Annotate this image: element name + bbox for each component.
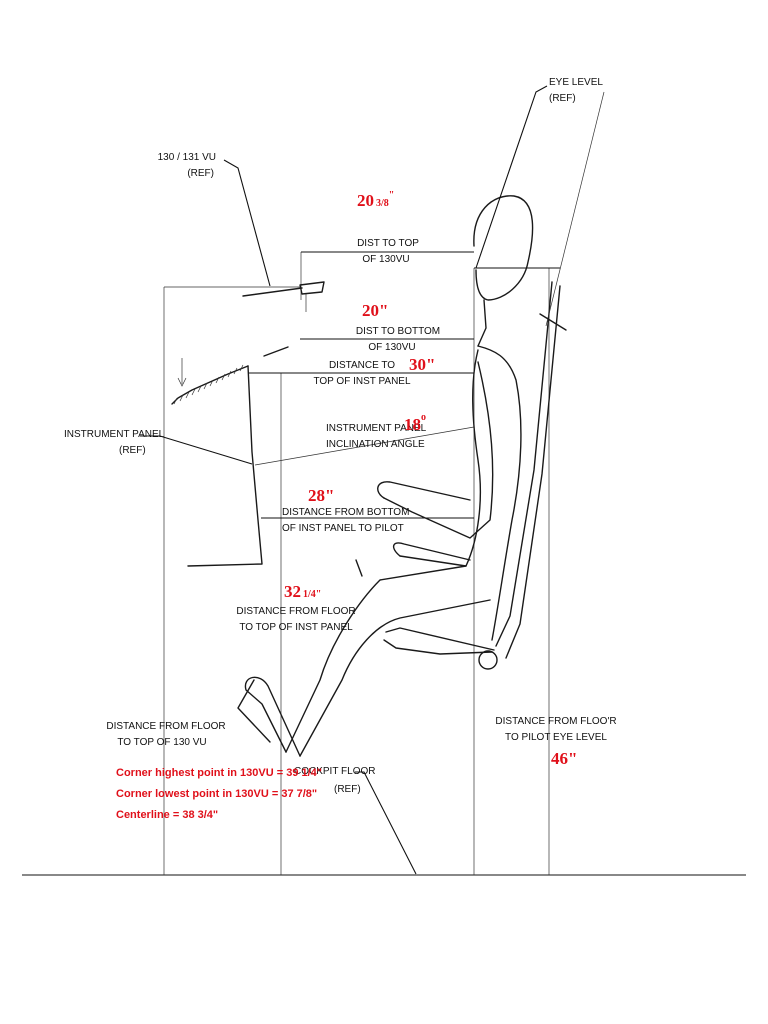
bottom-pilot-label-2: OF INST PANEL TO PILOT (282, 523, 404, 534)
note-corner-highest: Corner highest point in 130VU = 39 1/4" (116, 767, 322, 779)
seat-pan-lower (383, 639, 493, 655)
pilot-hand-lower (393, 542, 471, 561)
rudder-pedal (237, 679, 271, 743)
vu-ref-label-2: (REF) (187, 168, 214, 179)
dist-top-label-1: DIST TO TOP (357, 238, 419, 249)
pilot-head (473, 195, 534, 301)
vu-ref-label-1: 130 / 131 VU (158, 152, 216, 163)
vu-meter-shape (299, 281, 325, 295)
seat-back-rear (505, 285, 561, 659)
cockpit-floor-ref-leader (355, 771, 417, 875)
instrument-panel-top-surface (171, 365, 249, 405)
inst-panel-label-2: (REF) (119, 445, 146, 456)
floor-eye-label-1: DISTANCE FROM FLOO'R (495, 716, 616, 727)
inclination-label-2: INCLINATION ANGLE (326, 439, 425, 450)
dist-bottom-label-2: OF 130VU (368, 342, 415, 353)
pilot-knee-mark (355, 559, 363, 577)
seat-back-projection-line (545, 91, 605, 327)
dist-inst-top-label-1: DISTANCE TO (329, 360, 395, 371)
seat-back-arrow (539, 313, 567, 331)
pilot-neck (477, 299, 487, 347)
dist-bottom-label-1: DIST TO BOTTOM (356, 326, 440, 337)
inst-panel-label-1: INSTRUMENT PANEL (64, 429, 165, 440)
floor-vu-label-1: DISTANCE FROM FLOOR (106, 721, 225, 732)
seat-pan (385, 627, 495, 651)
pilot-foot (244, 676, 301, 757)
pilot-hand-upper (377, 481, 471, 501)
pilot-lower-leg (299, 599, 491, 757)
panel-arrow-head (177, 377, 187, 387)
eye-level-label-1: EYE LEVEL (549, 77, 603, 88)
note-corner-lowest: Corner lowest point in 130VU = 37 7/8" (116, 788, 317, 800)
cockpit-floor-label-1: COCKPIT FLOOR (294, 766, 376, 777)
dist-top-label-2: OF 130VU (362, 254, 409, 265)
panel-hood-line (263, 346, 289, 357)
dist-inst-top-value: 30" (409, 355, 435, 374)
dist-bottom-value: 20" (362, 301, 388, 320)
floor-eye-label-2: TO PILOT EYE LEVEL (505, 732, 607, 743)
vu-ref-leader (223, 159, 271, 287)
instrument-panel-face (187, 365, 263, 567)
note-centerline: Centerline = 38 3/4" (116, 809, 218, 821)
floor-inst-label-1: DISTANCE FROM FLOOR (236, 606, 355, 617)
inclination-angle-value: 18o (404, 412, 426, 434)
floor-eye-value: 46" (551, 749, 577, 768)
bottom-pilot-value: 28" (308, 486, 334, 505)
seat-back-front (495, 281, 553, 647)
floor-inst-label-2: TO TOP OF INST PANEL (239, 622, 353, 633)
pilot-back (477, 345, 522, 641)
inclination-label-1: INSTRUMENT PANEL (326, 423, 427, 434)
seat-wheel (478, 650, 498, 670)
pilot-upper-leg (285, 565, 467, 753)
bottom-pilot-label-1: DISTANCE FROM BOTTOM (282, 507, 409, 518)
instrument-panel-hatching (173, 364, 244, 405)
pilot-arm-upper (383, 361, 494, 539)
cockpit-floor-label-2: (REF) (334, 784, 361, 795)
inclination-angle-line (254, 426, 475, 466)
floor-vu-label-2: TO TOP OF 130 VU (117, 737, 206, 748)
inst-panel-ref-leader (140, 435, 253, 465)
eye-level-label-2: (REF) (549, 93, 576, 104)
eye-level-leader (475, 85, 548, 269)
dist-inst-top-label-2: TOP OF INST PANEL (313, 376, 411, 387)
pilot-torso-front (399, 349, 482, 567)
glareshield-line (242, 287, 303, 297)
